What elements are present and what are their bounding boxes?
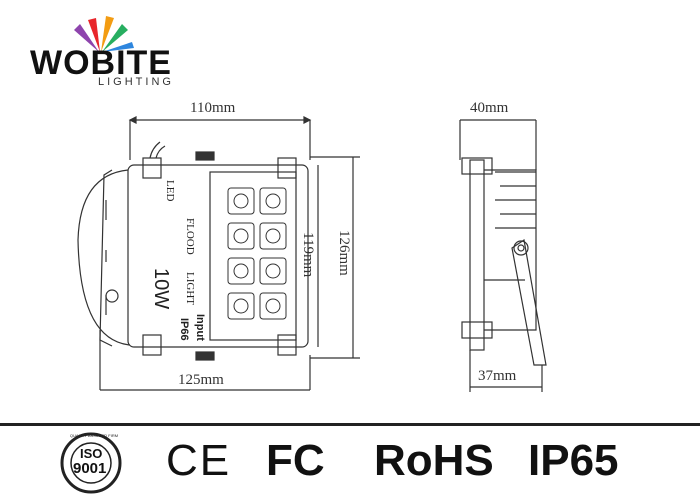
label-ip66: IP66 [178,318,190,341]
dim-depth-bottom: 37mm [478,368,517,384]
dim-outer-height: 126mm [336,230,352,276]
dim-front-width: 110mm [190,100,236,116]
front-view-drawing [77,116,547,392]
dim-base-width: 125mm [178,372,224,388]
iso-badge: ISO 9001 QUALITY ASSURED FIRM [58,432,124,494]
brand-subtitle: LIGHTING [98,76,174,88]
label-power: 10W [150,268,172,310]
brand-logo: WOBITE LIGHTING [30,14,190,89]
iso-ring-text: QUALITY ASSURED FIRM [69,433,119,438]
divider [0,423,700,426]
label-input: Input [194,314,206,341]
dim-depth-top: 40mm [470,100,509,116]
brand-name: WOBITE [30,44,172,82]
iso-label: ISO [80,446,103,461]
iso-number: 9001 [73,460,107,477]
label-flood: FLOOD [184,218,196,255]
logo-rays-icon [74,16,134,52]
ip65-mark: IP65 [528,436,619,485]
dim-inner-height: 119mm [300,232,316,278]
fc-mark: FC [266,436,325,485]
label-light: LIGHT [184,272,196,305]
rohs-mark: RoHS [374,436,494,485]
label-led: LED [164,180,176,202]
ce-mark: CE [166,436,232,485]
